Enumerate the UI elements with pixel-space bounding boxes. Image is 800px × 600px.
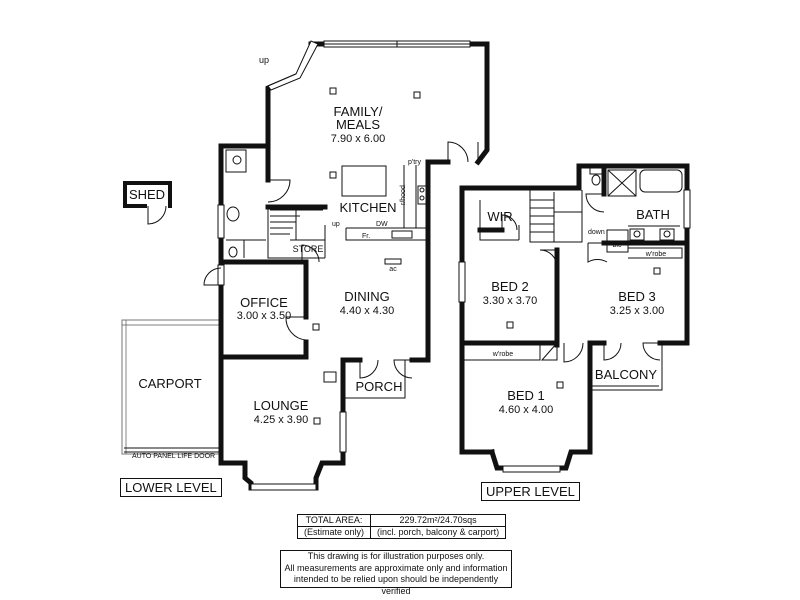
area-label-2: (Estimate only) [296,526,372,539]
room-label-lounge: LOUNGE [254,398,309,413]
room-dims-bed1: 4.60 x 4.00 [499,404,553,416]
lower-level-walls [218,41,490,491]
disclaimer-line-2: All measurements are approximate only an… [284,562,508,573]
area-table: TOTAL AREA: 229.72m²/24.70sqs (Estimate … [296,514,507,539]
room-label-office: OFFICE [240,295,288,310]
lower-doors [203,141,479,383]
room-label-carport: CARPORT [138,376,201,391]
room-dims-office: 3.00 x 3.50 [237,310,291,322]
room-label-bed1: BED 1 [507,388,545,403]
upper-level-label: UPPER LEVEL [481,482,580,501]
upper-doors [501,193,661,363]
upper-labels: WIR down BATH bic w'robe BED 2 3.30 x 3.… [483,207,670,416]
room-label-balcony: BALCONY [595,367,657,382]
kitchen-fixtures [312,87,427,425]
room-label-family-2: MEALS [336,117,380,132]
room-label-kitchen: KITCHEN [339,200,396,215]
up-label-stair: up [332,221,340,228]
room-label-bed3: BED 3 [618,289,656,304]
down-label: down [588,229,605,236]
upper-windows [458,189,691,473]
up-label-family: up [259,55,269,65]
room-dims-family: 7.90 x 6.00 [331,133,385,145]
wrobe-bed3-label: w'robe [645,251,667,258]
lower-level-label: LOWER LEVEL [120,478,222,497]
area-value-2: (incl. porch, balcony & carport) [370,526,507,539]
area-value-1: 229.72m²/24.70sqs [370,514,507,527]
room-label-family-1: FAMILY/ [334,104,383,119]
room-dims-dining: 4.40 x 4.30 [340,305,394,317]
disclaimer-box: This drawing is for illustration purpose… [280,550,512,596]
room-label-wir: WIR [487,209,512,224]
disclaimer-line-1: This drawing is for illustration purpose… [307,551,485,561]
room-label-porch: PORCH [356,379,403,394]
room-label-shed: SHED [129,187,165,202]
rhood-label: r/hood [400,185,407,205]
lower-stair [270,208,323,240]
lower-windows [217,40,471,491]
fridge-label: Fr. [362,233,370,240]
room-label-store: STORE [293,244,324,254]
room-label-dining: DINING [344,289,390,304]
wrobe-bed1-label: w'robe [492,351,514,358]
room-dims-bed3: 3.25 x 3.00 [610,305,664,317]
dishwasher-label: DW [376,221,388,228]
lower-labels: up FAMILY/ MEALS 7.90 x 6.00 p'try r/hoo… [237,55,422,426]
area-label-1: TOTAL AREA: [296,514,372,527]
room-label-bath: BATH [636,207,670,222]
room-dims-bed2: 3.30 x 3.70 [483,295,537,307]
carport-door-label: AUTO PANEL LIFE DOOR [132,453,215,460]
room-label-bed2: BED 2 [491,279,529,294]
carport: CARPORT AUTO PANEL LIFE DOOR [121,319,220,460]
pantry-label: p'try [408,159,422,166]
ac-label: ac [389,266,397,273]
room-dims-lounge: 4.25 x 3.90 [254,414,308,426]
disclaimer-line-3: intended to be relied upon should be ind… [293,574,499,596]
bic-label: bic [613,242,622,249]
shed: SHED [123,181,172,225]
